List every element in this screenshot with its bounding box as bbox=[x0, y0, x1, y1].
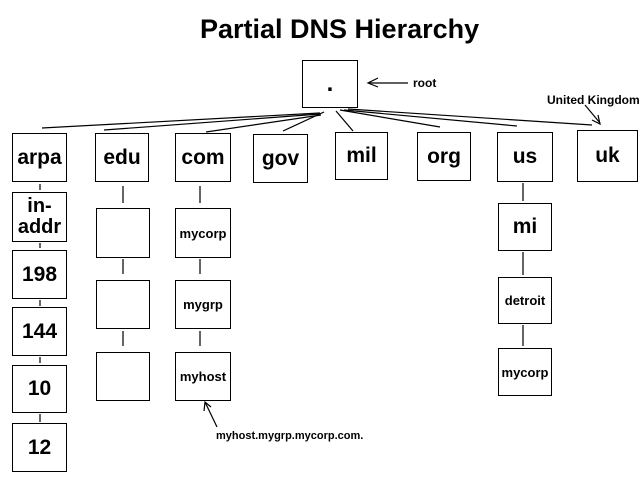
node-10-label: 10 bbox=[27, 377, 52, 400]
edge-root-org bbox=[339, 109, 441, 128]
node-in-addr-label: in-addr bbox=[17, 195, 62, 238]
node-us: us bbox=[497, 132, 553, 182]
node-mil-label: mil bbox=[346, 144, 377, 167]
node-144: 144 bbox=[12, 307, 67, 356]
edge-root-gov bbox=[282, 111, 325, 132]
node-com-label: com bbox=[181, 145, 225, 169]
node-gov-label: gov bbox=[261, 146, 300, 170]
node-mi-label: mi bbox=[512, 215, 538, 238]
node-mil: mil bbox=[335, 132, 388, 180]
root-callout-label: root bbox=[413, 76, 437, 90]
node-myhost-label: myhost bbox=[179, 369, 227, 384]
node-mycorp-com-label: mycorp bbox=[179, 225, 227, 241]
node-detroit: detroit bbox=[498, 277, 552, 324]
node-10: 10 bbox=[12, 365, 67, 413]
edge-root-uk bbox=[347, 108, 593, 126]
node-org-label: org bbox=[427, 144, 461, 168]
node-detroit-label: detroit bbox=[504, 293, 546, 308]
fqdn-arrow-head bbox=[203, 400, 212, 412]
node-arpa-label: arpa bbox=[17, 145, 62, 169]
uk-callout-arrow bbox=[584, 104, 601, 126]
node-gov: gov bbox=[253, 134, 308, 183]
node-144-label: 144 bbox=[21, 319, 58, 343]
node-198-label: 198 bbox=[21, 262, 58, 286]
node-uk: uk bbox=[577, 130, 638, 182]
root-callout-arrow bbox=[366, 77, 408, 88]
node-edu-label: edu bbox=[103, 145, 141, 169]
fqdn-callout-label: myhost.mygrp.mycorp.com. bbox=[216, 430, 364, 442]
node-mycorp-com: mycorp bbox=[175, 208, 231, 258]
node-mycorp-us: mycorp bbox=[498, 348, 552, 396]
uk-arrow-head bbox=[591, 114, 601, 126]
node-root-label: . bbox=[326, 70, 334, 97]
node-com: com bbox=[175, 133, 231, 182]
node-edu-child-2 bbox=[96, 280, 150, 329]
edge-root-edu bbox=[103, 113, 321, 131]
node-in-addr: in-addr bbox=[12, 192, 67, 242]
node-mi: mi bbox=[498, 203, 552, 251]
fqdn-callout-arrow bbox=[203, 400, 218, 428]
node-edu-child-1 bbox=[96, 208, 150, 258]
united-kingdom-callout-label: United Kingdom bbox=[547, 93, 640, 107]
edge-root-mil bbox=[335, 110, 354, 132]
node-myhost: myhost bbox=[175, 352, 231, 401]
node-uk-label: uk bbox=[595, 144, 620, 167]
uk-arrow-shaft bbox=[584, 104, 601, 124]
node-edu: edu bbox=[95, 133, 149, 182]
node-org: org bbox=[417, 132, 471, 181]
fqdn-arrow-shaft bbox=[204, 401, 218, 428]
edge-root-us bbox=[343, 109, 518, 127]
node-root: . bbox=[302, 60, 358, 108]
edge-root-com bbox=[205, 114, 322, 133]
node-edu-child-3 bbox=[96, 352, 150, 401]
node-198: 198 bbox=[12, 250, 67, 299]
node-12: 12 bbox=[12, 423, 67, 472]
node-mygrp: mygrp bbox=[175, 280, 231, 329]
root-arrow-head bbox=[366, 77, 379, 88]
page-title: Partial DNS Hierarchy bbox=[200, 14, 480, 44]
node-arpa: arpa bbox=[12, 133, 67, 182]
edge-root-arpa bbox=[41, 112, 321, 129]
node-mycorp-us-label: mycorp bbox=[501, 364, 549, 380]
node-12-label: 12 bbox=[27, 435, 52, 459]
node-us-label: us bbox=[512, 145, 538, 168]
node-mygrp-label: mygrp bbox=[183, 297, 223, 312]
